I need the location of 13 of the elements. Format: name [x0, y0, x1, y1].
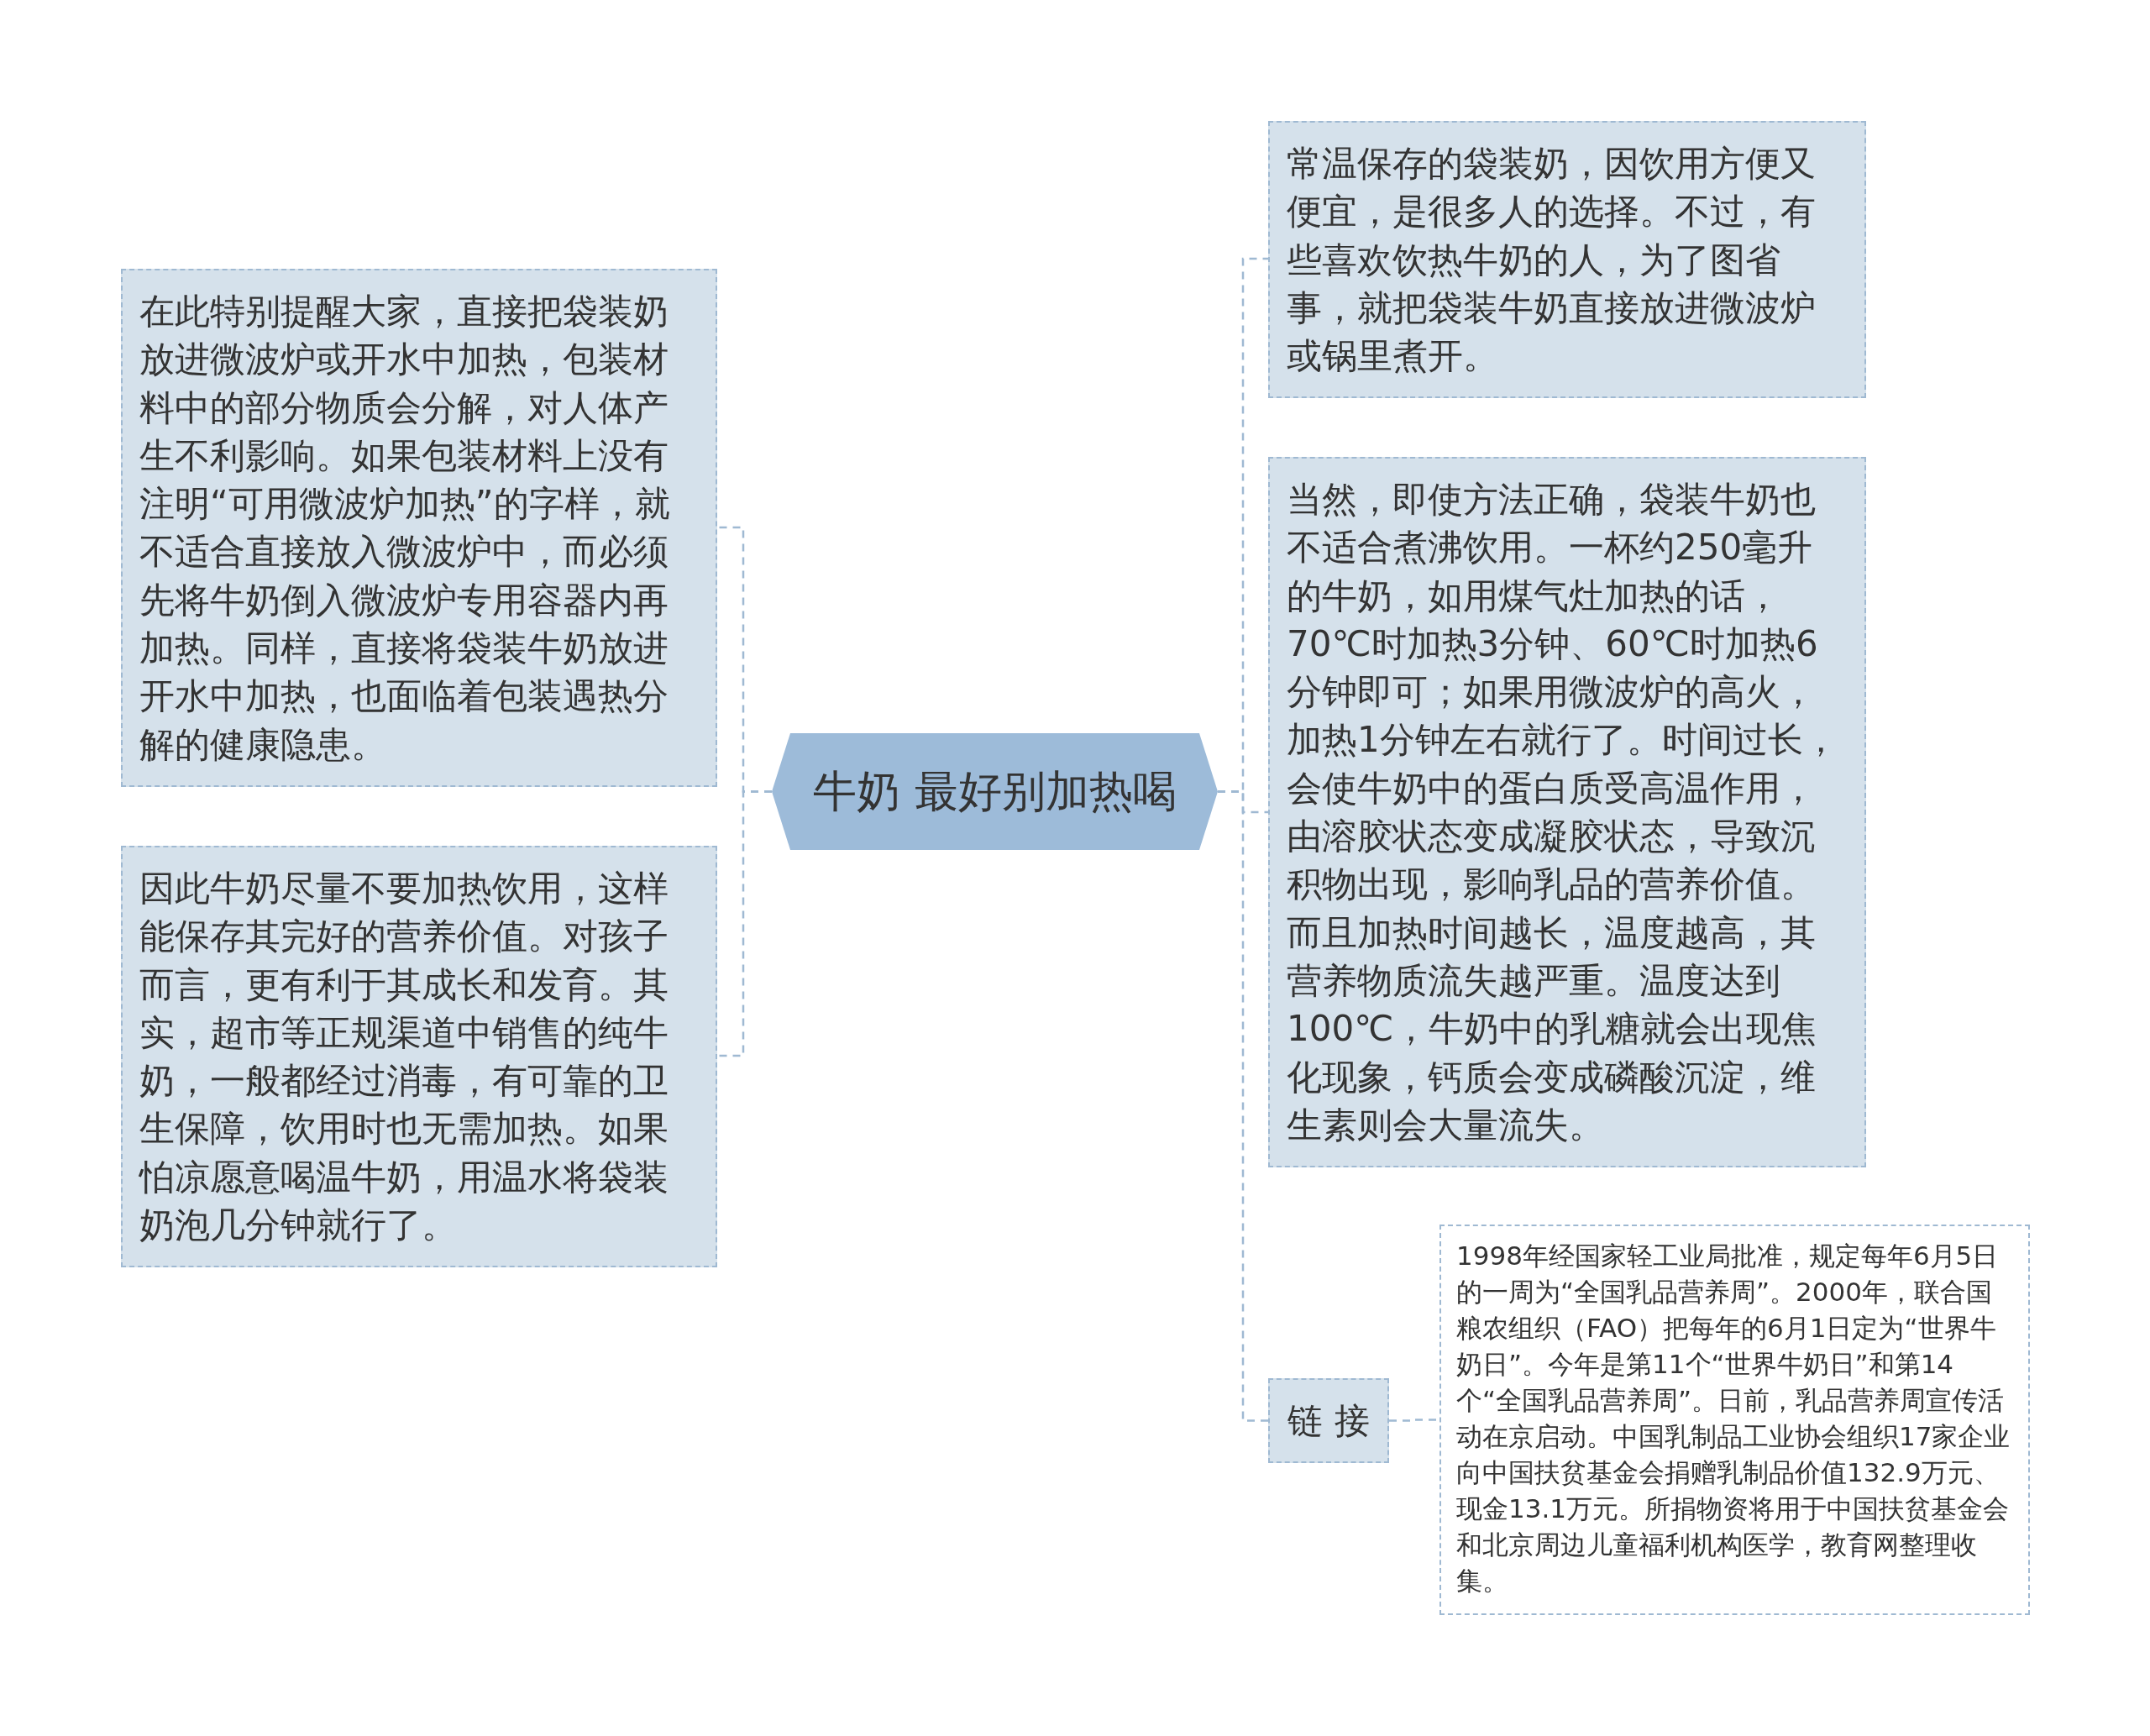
paragraph: 因此牛奶尽量不要加热饮用，这样能保存其完好的营养价值。对孩子而言，更有利于其成长和发育。其实，超市等正规渠道中销售的纯牛奶，一般都经过消毒，有可靠的卫生保障，饮用时也无需加热。如果怕凉愿意喝温牛奶，用温水将袋装奶泡几分钟就行了。 — [139, 868, 669, 1246]
connector — [717, 790, 772, 1057]
topic-hexagon — [772, 733, 1218, 850]
paragraph: 常温保存的袋装奶，因饮用方便又便宜，是很多人的选择。不过，有些喜欢饮热牛奶的人，为了图省事，就把袋装牛奶直接放进微波炉或锅里煮开。 — [1287, 143, 1816, 377]
paragraph: 1998年经国家轻工业局批准，规定每年6月5日的一周为“全国乳品营养周”。2000年，联合国粮农组织（FAO）把每年的6月1日定为“世界牛奶日”。今年是第11个“世界牛奶日”和第14个“全国乳品营养周”。日前，乳品营养周宣传活动在京启动。中国乳制品工业协会组织17家企业向中国扶贫基金会捐赠乳制品价值132.9万元、现金13.1万元。所捐物资将用于中国扶贫基金会和北京周边儿童福利机构医学，教育网整理收集。 — [1456, 1240, 2011, 1596]
text-box — [121, 846, 717, 1268]
text-box — [121, 269, 717, 787]
paragraph: 在此特别提醒大家，直接把袋装奶放进微波炉或开水中加热，包装材料中的部分物质会分解，对人体产生不利影响。如果包装材料上没有注明“可用微波炉加热”的字样，就不适合直接放入微波炉中，而必须先将牛奶倒入微波炉专用容器内再加热。同样，直接将袋装牛奶放进开水中加热，也面临着包装遇热分解的健康隐患。 — [139, 291, 670, 765]
topic-title: 牛奶 最好别加热喝 — [813, 764, 1177, 818]
box-label: 链 接 — [1287, 1398, 1370, 1443]
paragraph: 当然，即使方法正确，袋装牛奶也不适合煮沸饮用。一杯约250毫升的牛奶，如用煤气灶加热的话，70℃时加热3分钟、60℃时加热6分钟即可；如果用微波炉的高火，加热1分钟左右就行了。时间过长，会使牛奶中的蛋白质受高温作用，由溶胶状态变成凝胶状态，导致沉积物出现，影响乳品的营养价值。而且加热时间越长，温度越高，其营养物质流失越严重。温度达到100℃，牛奶中的乳糖就会出现焦化现象，钙质会变成磷酸沉淀，维生素则会大量流失。 — [1287, 479, 1838, 1146]
label-box — [1268, 1378, 1389, 1463]
text-box — [1268, 121, 1866, 399]
